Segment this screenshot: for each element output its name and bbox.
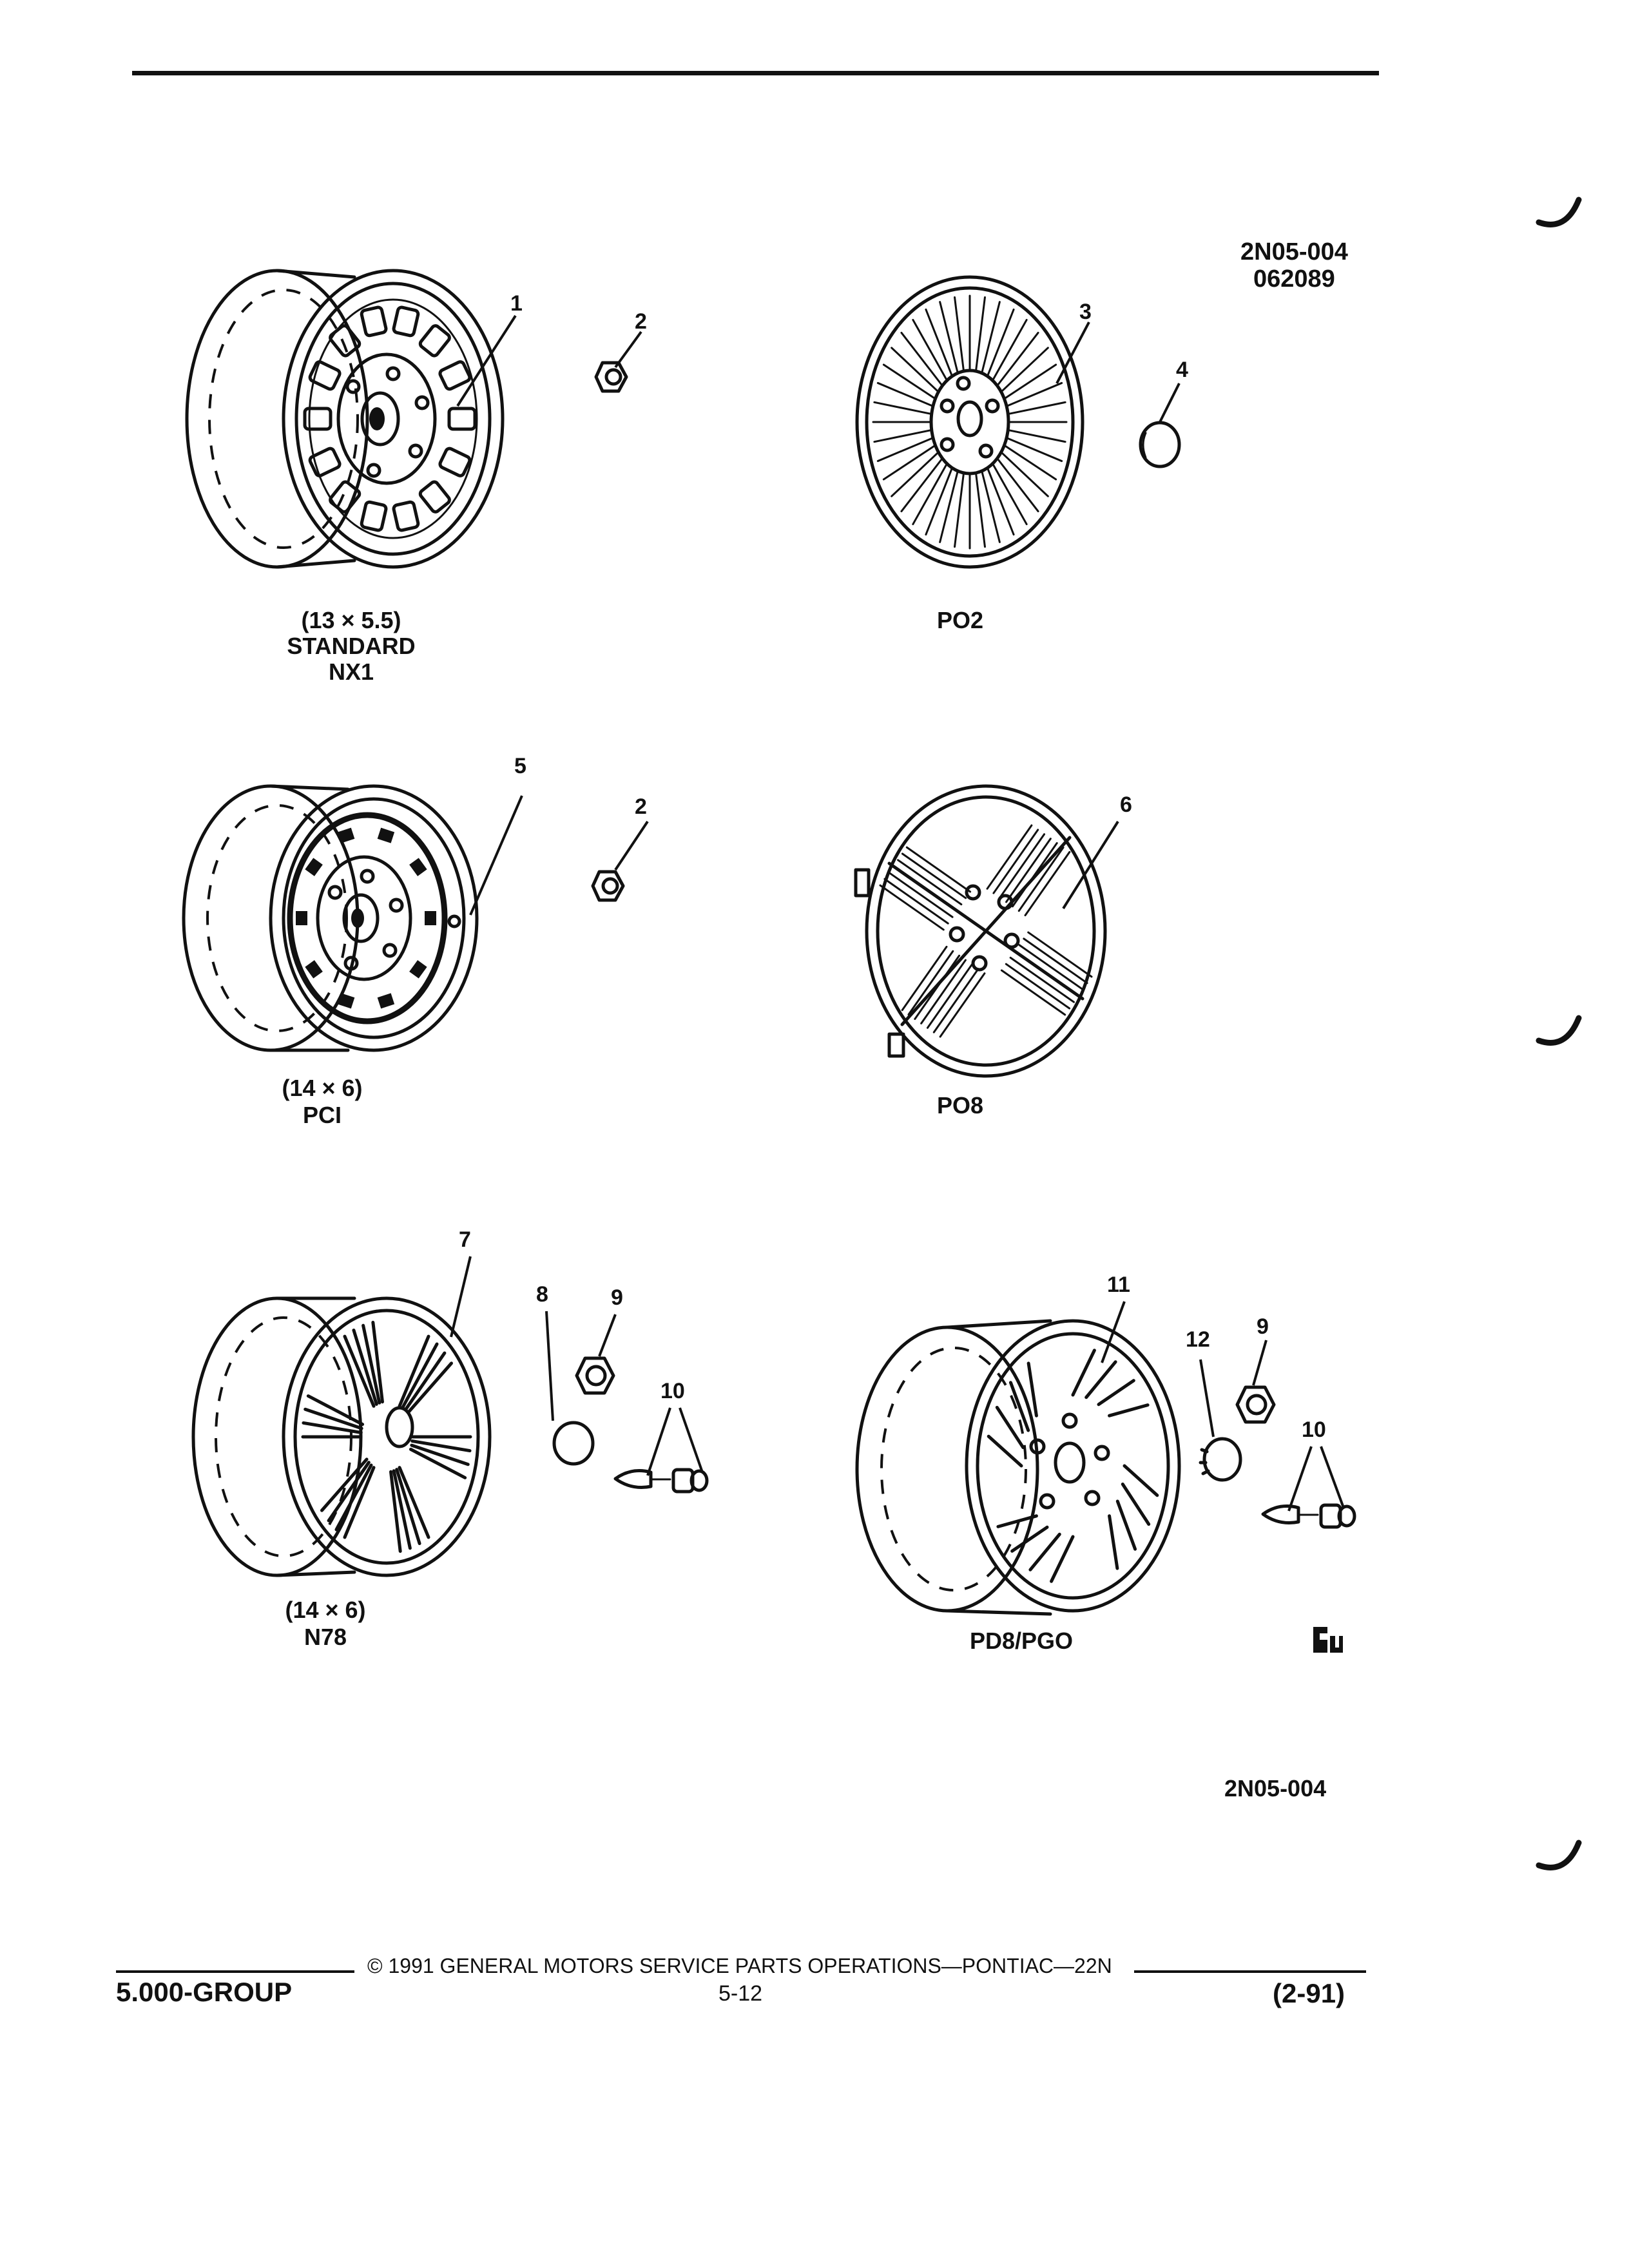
valve-stem-icon — [613, 1468, 709, 1494]
callout-leader-8 — [545, 1311, 554, 1421]
callout-1: 1 — [510, 291, 523, 316]
callout-11: 11 — [1107, 1273, 1130, 1297]
wheel-5-pci-illustration — [182, 784, 479, 1052]
wheel-3-po2-cover-illustration — [855, 275, 1084, 569]
callout-leader-10b — [1287, 1446, 1345, 1512]
center-cap-icon — [1199, 1437, 1242, 1482]
wheel-7-size: (14 × 6) — [285, 1597, 366, 1623]
callout-7: 7 — [459, 1227, 471, 1252]
callout-10b: 10 — [1302, 1418, 1326, 1442]
footer-page-number: 5-12 — [718, 1981, 763, 2006]
drawing-number: 2N05-004 — [1240, 238, 1348, 265]
binder-hole-mark-icon — [1536, 1015, 1582, 1046]
callout-leader-9b — [1252, 1340, 1268, 1386]
callout-4: 4 — [1176, 358, 1188, 382]
footer-group: 5.000-GROUP — [116, 1977, 293, 2007]
callout-2a: 2 — [635, 309, 647, 334]
lug-nut-icon — [591, 870, 625, 902]
top-rule — [132, 71, 1379, 75]
wheel-1-size: (13 × 5.5) — [301, 607, 401, 633]
wheel-3-code: PO2 — [936, 607, 984, 633]
callout-leader-2a — [614, 331, 642, 369]
gm-logo-icon — [1313, 1627, 1343, 1653]
callout-12: 12 — [1186, 1327, 1210, 1352]
wheel-7-code: N78 — [304, 1624, 347, 1650]
callout-leader-11 — [1101, 1301, 1126, 1363]
wheel-1-code: NX1 — [328, 658, 374, 685]
binder-hole-mark-icon — [1536, 197, 1582, 227]
wheel-5-code: PCI — [302, 1102, 342, 1128]
drawing-date: 062089 — [1253, 265, 1335, 293]
lug-nut-icon — [575, 1356, 615, 1395]
callout-leader-3 — [1055, 322, 1090, 384]
footer-revision: (2-91) — [1273, 1978, 1345, 2008]
callout-6: 6 — [1120, 793, 1132, 817]
callout-leader-2b — [614, 820, 649, 871]
callout-leader-9a — [598, 1314, 617, 1357]
footer-rule-left — [116, 1970, 354, 1973]
footer-rule-right — [1134, 1970, 1366, 1973]
callout-10a: 10 — [660, 1379, 685, 1403]
binder-hole-mark-icon — [1536, 1840, 1582, 1870]
wheel-11-code: PD8/PGO — [969, 1628, 1074, 1654]
valve-stem-icon — [1261, 1503, 1356, 1529]
callout-leader-7 — [450, 1256, 472, 1338]
callout-9b: 9 — [1257, 1314, 1269, 1339]
callout-leader-10a — [646, 1407, 704, 1476]
callout-leader-6 — [1062, 820, 1119, 910]
callout-leader-5 — [469, 795, 523, 916]
wheel-7-n78-illustration — [191, 1296, 492, 1577]
callout-8: 8 — [536, 1282, 548, 1307]
callout-leader-12 — [1199, 1359, 1215, 1437]
wheel-5-size: (14 × 6) — [282, 1075, 363, 1101]
callout-2b: 2 — [635, 794, 647, 819]
footer-copyright: © 1991 GENERAL MOTORS SERVICE PARTS OPER… — [367, 1954, 1112, 1977]
center-cap-icon — [1139, 421, 1181, 468]
wheel-1-steel-illustration — [185, 269, 505, 569]
callout-leader-1 — [456, 314, 517, 407]
callout-5: 5 — [514, 754, 526, 778]
callout-3: 3 — [1079, 300, 1092, 324]
wheel-1-label: STANDARD — [287, 633, 416, 659]
callout-9a: 9 — [611, 1285, 623, 1310]
wheel-6-code: PO8 — [936, 1092, 984, 1119]
bottom-drawing-reference: 2N05-004 — [1224, 1775, 1327, 1802]
lug-nut-icon — [1235, 1385, 1276, 1424]
wheel-11-pd8-illustration — [855, 1319, 1181, 1616]
center-cap-icon — [552, 1421, 595, 1466]
callout-leader-4 — [1159, 383, 1181, 423]
wheel-6-po8-cover-illustration — [854, 784, 1107, 1078]
